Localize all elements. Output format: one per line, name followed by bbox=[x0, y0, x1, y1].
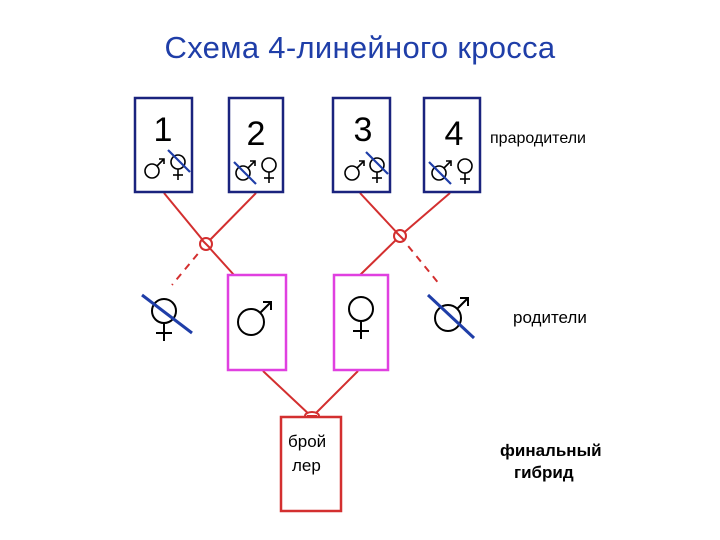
line-number-1: 1 bbox=[154, 111, 173, 149]
excluded-male-right bbox=[426, 293, 476, 340]
strike-icon bbox=[428, 161, 452, 185]
grandparent-line-4: 4 bbox=[422, 96, 482, 194]
excluded-female-left bbox=[141, 293, 193, 342]
strike-icon bbox=[365, 151, 389, 175]
grandparent-line-1: 1 bbox=[133, 96, 194, 194]
grandparent-line-3: 3 bbox=[331, 96, 392, 194]
hybrid-box-line1: брой bbox=[288, 432, 326, 451]
grandparents-label: прародители bbox=[490, 130, 586, 147]
cross-marker-left bbox=[199, 237, 213, 251]
parents-label: родители bbox=[513, 308, 587, 327]
grandparent-line-2: 2 bbox=[227, 96, 285, 194]
page-title: Схема 4-линейного кросса bbox=[164, 30, 556, 65]
parent-male-box bbox=[226, 273, 288, 372]
strike-icon bbox=[167, 149, 191, 173]
strike-icon bbox=[141, 293, 193, 335]
cross-marker-right bbox=[393, 229, 407, 243]
hybrid-label-line2: гибрид bbox=[514, 463, 574, 482]
parent-female-box bbox=[332, 273, 390, 372]
strike-icon bbox=[426, 293, 476, 340]
cross-lines bbox=[163, 192, 451, 418]
strike-icon bbox=[233, 161, 257, 185]
line-number-4: 4 bbox=[445, 115, 464, 153]
hybrid-box: брой лер bbox=[279, 415, 343, 513]
hybrid-box-line2: лер bbox=[292, 456, 321, 475]
line-number-2: 2 bbox=[247, 115, 266, 153]
hybrid-label-line1: финальный bbox=[500, 441, 602, 460]
line-number-3: 3 bbox=[354, 111, 373, 149]
